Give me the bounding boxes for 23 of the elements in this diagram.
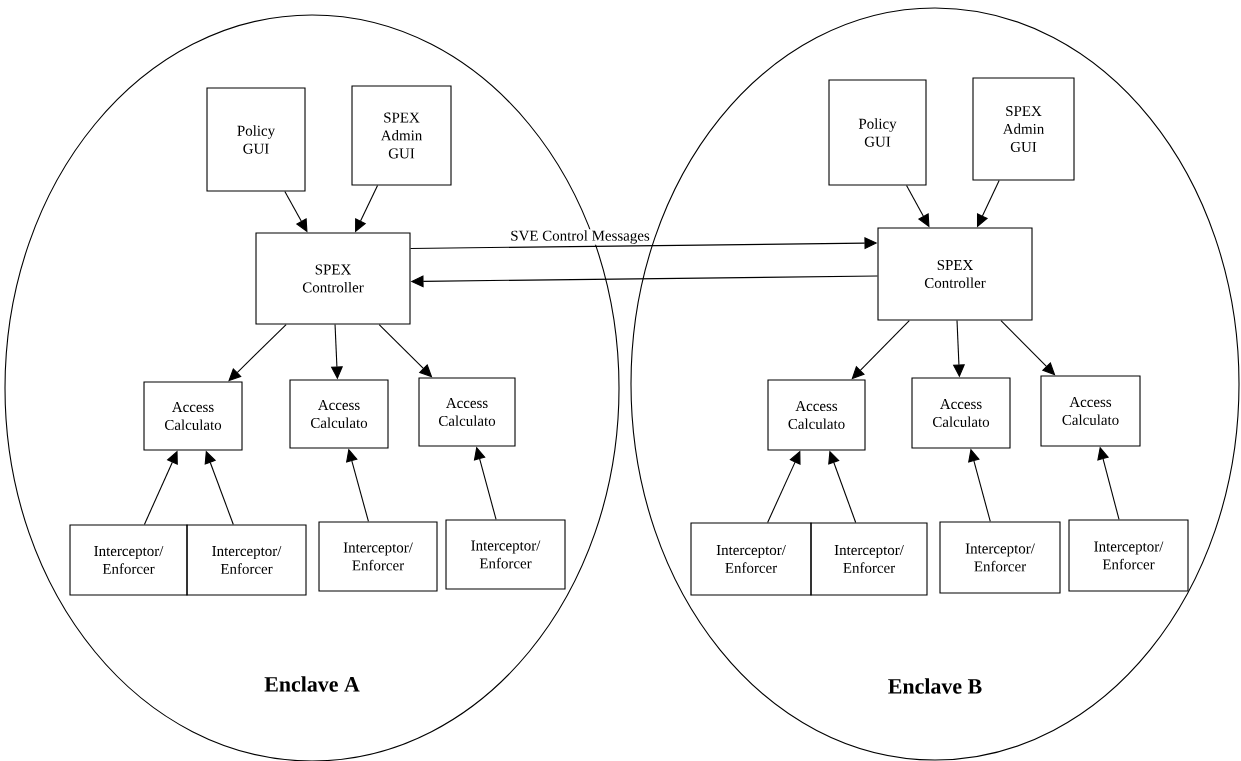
component-box: Access Calculato — [289, 379, 389, 449]
edge-label: SVE Control Messages — [509, 229, 651, 245]
component-box: Access Calculato — [1040, 375, 1141, 447]
component-box: Access Calculato — [911, 377, 1011, 449]
component-box: Policy GUI — [206, 87, 306, 192]
component-box: Interceptor/ Enforcer — [318, 521, 438, 592]
arrow — [851, 320, 910, 380]
component-box: Interceptor/ Enforcer — [186, 524, 307, 596]
arrow — [228, 324, 287, 382]
component-box: Access Calculato — [143, 381, 243, 451]
component-box: SPEX Controller — [877, 227, 1033, 321]
component-box: Policy GUI — [828, 79, 927, 186]
component-box: SPEX Admin GUI — [972, 77, 1075, 181]
component-box: Access Calculato — [418, 377, 516, 447]
component-box: Interceptor/ Enforcer — [690, 522, 812, 596]
component-box: Interceptor/ Enforcer — [939, 521, 1061, 594]
component-box: Interceptor/ Enforcer — [1068, 519, 1189, 592]
component-box: Interceptor/ Enforcer — [69, 524, 188, 596]
component-box: Interceptor/ Enforcer — [445, 519, 566, 590]
component-box: SPEX Admin GUI — [351, 85, 452, 186]
component-box: Access Calculato — [767, 379, 866, 451]
component-box: Interceptor/ Enforcer — [810, 522, 928, 596]
component-box: SPEX Controller — [255, 232, 411, 325]
